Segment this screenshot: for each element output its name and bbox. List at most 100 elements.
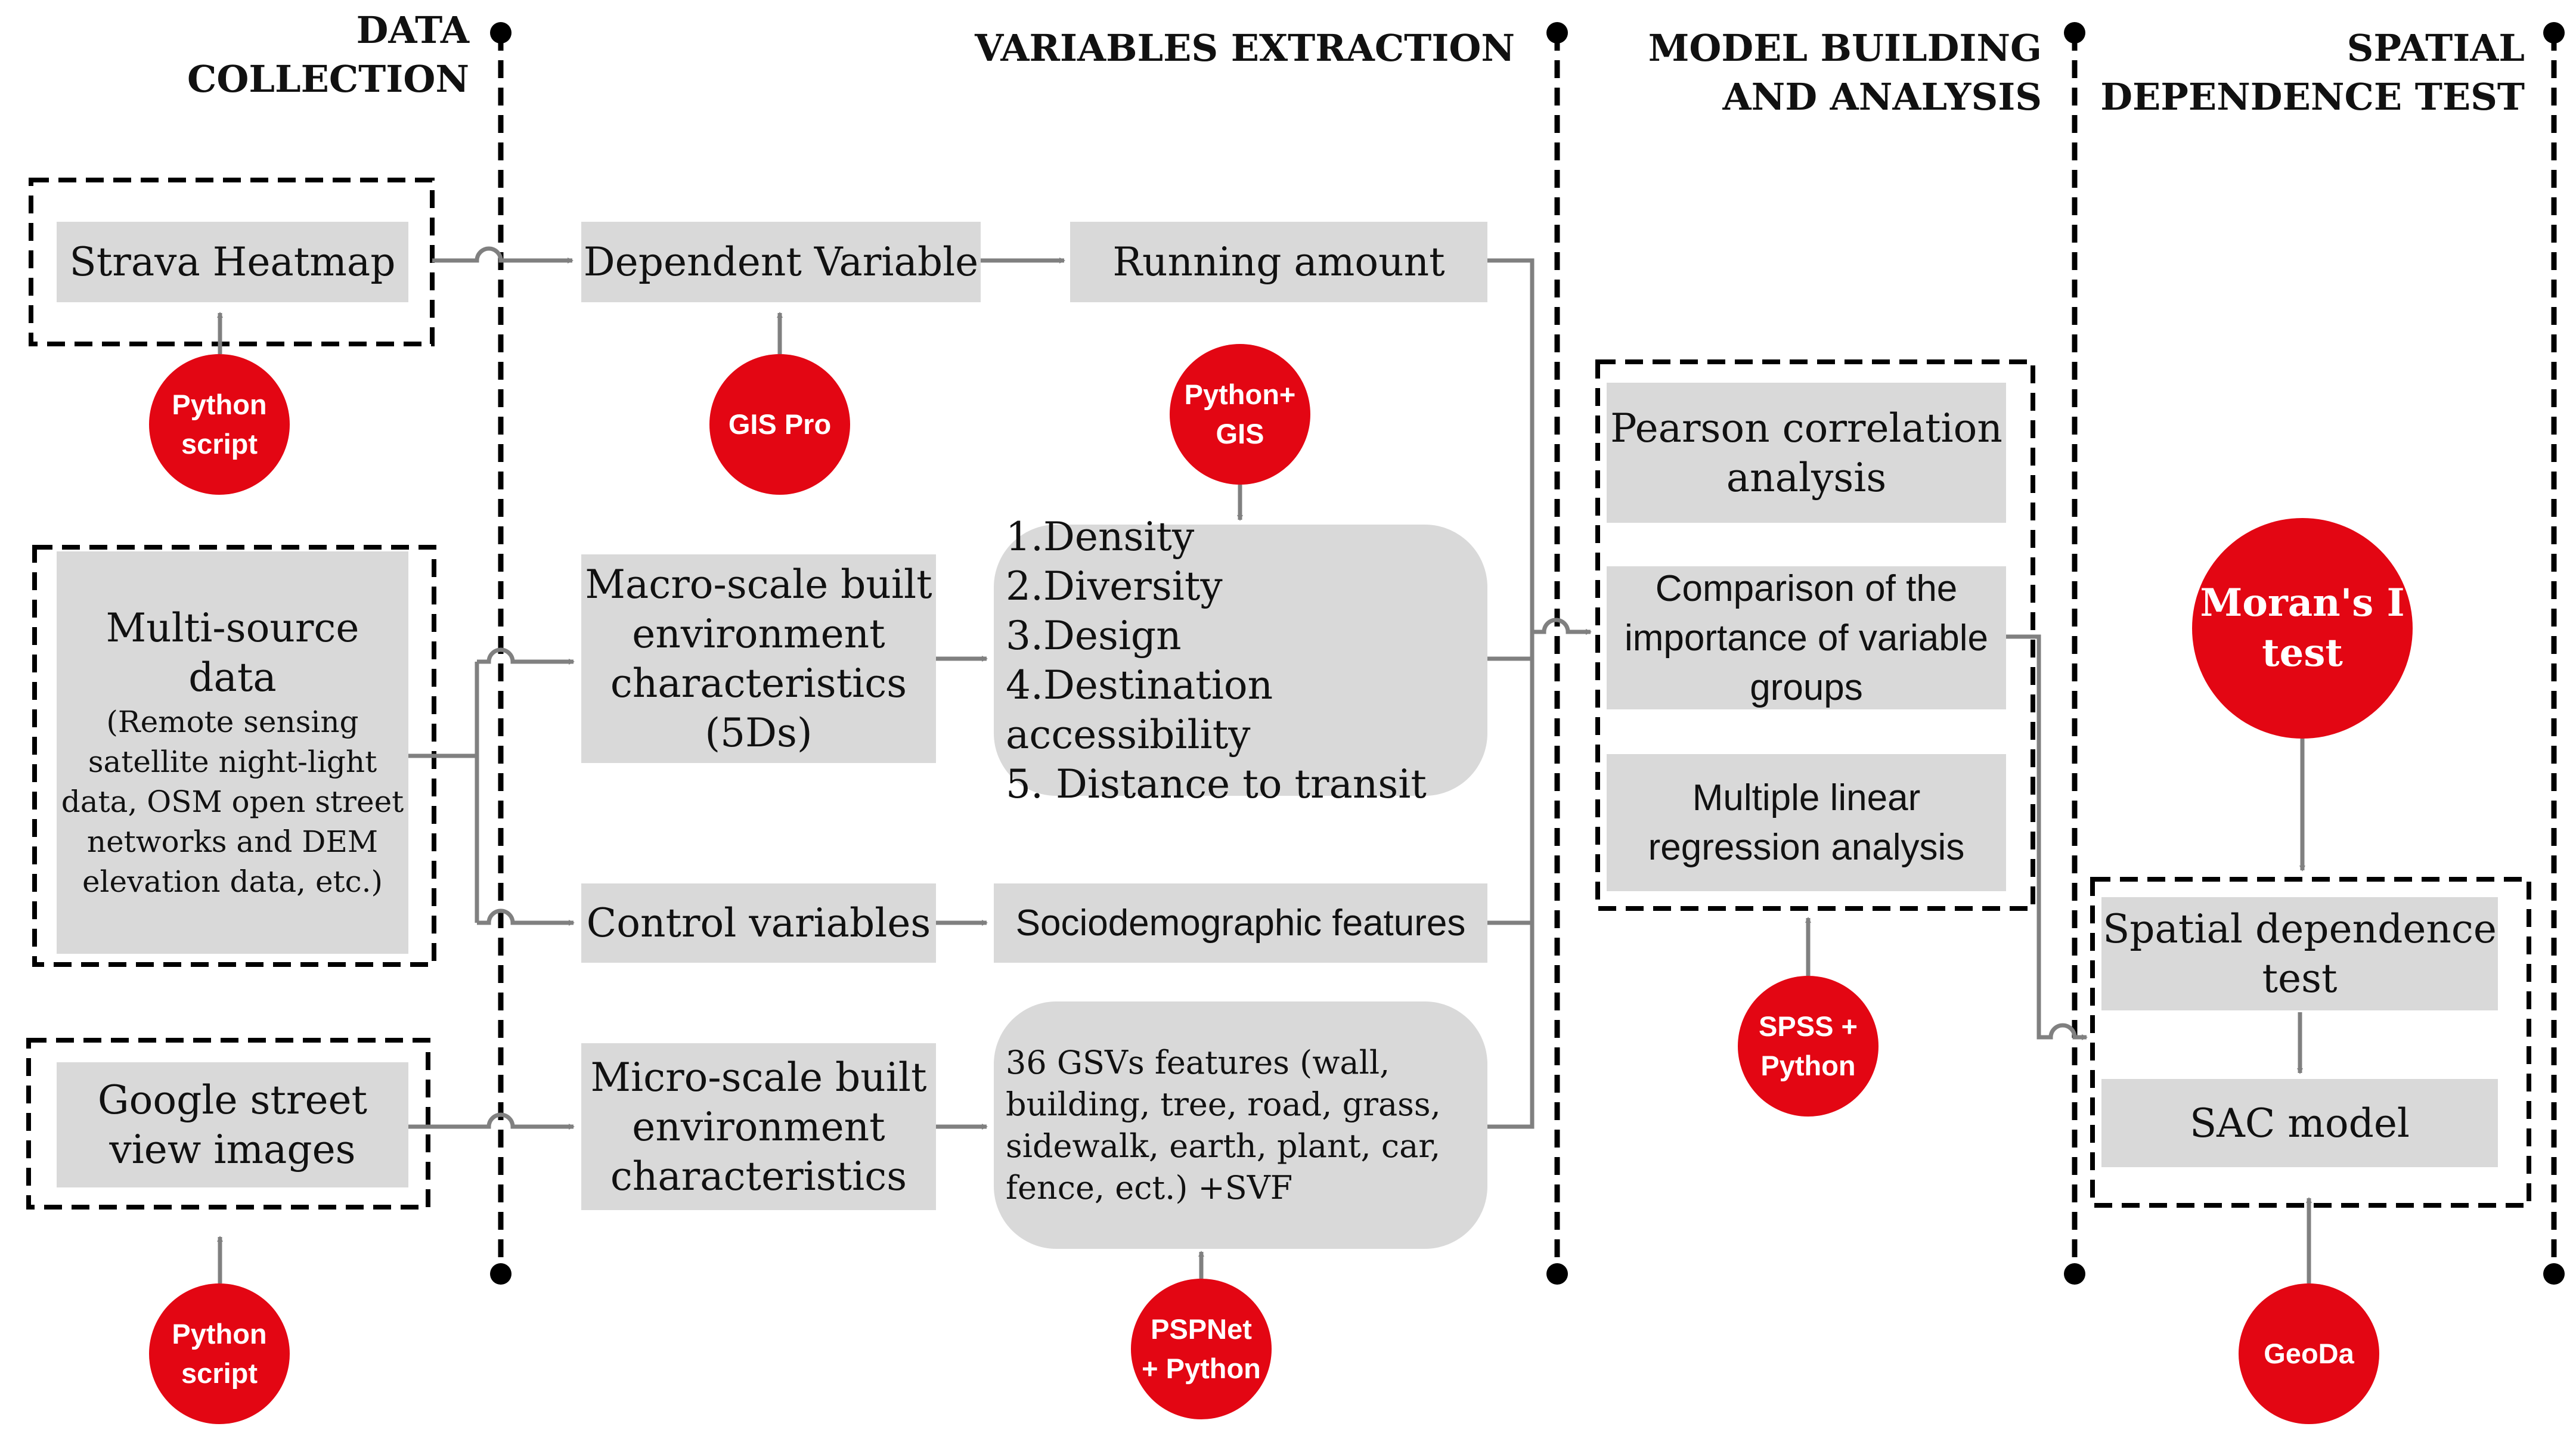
text-line: GeoDa — [2264, 1338, 2354, 1369]
text-line: Multiple linear — [1692, 777, 1921, 818]
text-line: characteristics — [610, 660, 907, 706]
gis-pro-badge-text: GIS Pro — [729, 405, 831, 444]
stage-divider-dot — [2543, 1263, 2565, 1285]
text-line: importance of variable — [1625, 617, 1988, 659]
arrow-features-to-models — [1532, 618, 1592, 635]
text-line: environment — [632, 611, 885, 657]
running-amount-box-text: Running amount — [1112, 237, 1444, 287]
sac-model-box-text: SAC model — [2190, 1099, 2410, 1148]
text-line: groups — [1750, 666, 1863, 708]
stage-divider-dot — [490, 1263, 512, 1285]
text-line: script — [181, 428, 258, 460]
spss-python-badge-text: SPSS +Python — [1759, 1007, 1858, 1086]
text-line: Comparison of the — [1655, 568, 1958, 609]
text-line: SPATIAL — [2346, 26, 2525, 70]
stage-header-variables-extraction: VARIABLES EXTRACTION — [975, 24, 1515, 73]
text-line: Python+ — [1184, 379, 1296, 410]
text-line: Multi-source data — [106, 605, 359, 700]
stage-divider-dot — [490, 22, 512, 44]
running-amount-box: Running amount — [1070, 222, 1487, 302]
dependent-variable-box-text: Dependent Variable — [584, 237, 978, 287]
arrow-strava-to-dependent — [432, 246, 574, 263]
pspnet-python-badge: PSPNet+ Python — [1131, 1279, 1272, 1419]
text-line: networks and DEM — [86, 824, 379, 859]
text-line: analysis — [1726, 454, 1887, 501]
multi-source-data-title-text: Multi-source data — [57, 603, 408, 702]
text-line: 2.Diversity — [1006, 563, 1223, 609]
text-line: fence, ect.) +SVF — [1006, 1168, 1293, 1207]
text-line: Pearson correlation — [1610, 405, 2002, 451]
geoda-badge: GeoDa — [2239, 1283, 2379, 1424]
control-variables-box-text: Control variables — [587, 898, 931, 948]
text-line: Google street — [97, 1077, 368, 1123]
feature-collector-line — [1487, 258, 1535, 1129]
text-line: Sociodemographic features — [1015, 903, 1466, 944]
text-line: Spatial dependence — [2103, 906, 2497, 952]
text-line: Macro-scale built — [585, 562, 932, 607]
text-line: DATA — [356, 8, 469, 52]
text-line: MODEL BUILDING — [1648, 26, 2042, 70]
pspnet-python-badge-text: PSPNet+ Python — [1142, 1310, 1261, 1388]
gsv-features-box: 36 GSVs features (wall,building, tree, r… — [994, 1001, 1487, 1249]
text-line: environment — [632, 1103, 885, 1150]
text-line: SAC model — [2189, 1100, 2410, 1146]
stage-divider-dot — [2543, 22, 2565, 44]
text-line: elevation data, etc.) — [82, 864, 383, 899]
sociodemographic-box-text: Sociodemographic features — [1016, 898, 1466, 948]
text-line: Python — [172, 1318, 267, 1350]
text-line: GIS Pro — [728, 408, 832, 440]
python-script-badge-bottom-text: Python script — [172, 1314, 266, 1393]
gis-pro-badge: GIS Pro — [709, 354, 850, 495]
stage-divider-dot — [1546, 22, 1568, 44]
strava-heatmap-box-text: Strava Heatmap — [70, 237, 396, 287]
text-line: view images — [109, 1127, 356, 1173]
python-script-badge-bottom: Python script — [149, 1283, 290, 1424]
sac-model-box: SAC model — [2101, 1079, 2498, 1167]
text-line: (5Ds) — [705, 710, 813, 756]
text-line: Dependent Variable — [583, 239, 979, 285]
dependent-variable-box: Dependent Variable — [581, 222, 981, 302]
text-line: 4.Destination accessibility — [1006, 662, 1273, 758]
arrow-models-to-spatial — [2006, 634, 2088, 1040]
gsv-features-box-text: 36 GSVs features (wall,building, tree, r… — [1006, 1042, 1441, 1209]
text-line: + Python — [1142, 1353, 1261, 1384]
text-line: GIS — [1216, 418, 1264, 449]
stage-divider-dot — [2064, 1263, 2085, 1285]
python-gis-badge: Python+ GIS — [1170, 344, 1310, 485]
comparison-importance-box: Comparison of the importance of variable g… — [1607, 566, 2006, 709]
text-line: (Remote sensing — [106, 705, 359, 739]
text-line: Python — [1760, 1050, 1856, 1081]
text-line: 36 GSVs features (wall, — [1006, 1043, 1390, 1081]
sociodemographic-box: Sociodemographic features — [994, 883, 1487, 963]
stage-divider-dot — [2064, 22, 2085, 44]
text-line: test — [2262, 631, 2343, 675]
text-line: characteristics — [610, 1153, 907, 1199]
text-line: script — [181, 1357, 258, 1389]
arrow-multi-to-control — [477, 908, 575, 926]
